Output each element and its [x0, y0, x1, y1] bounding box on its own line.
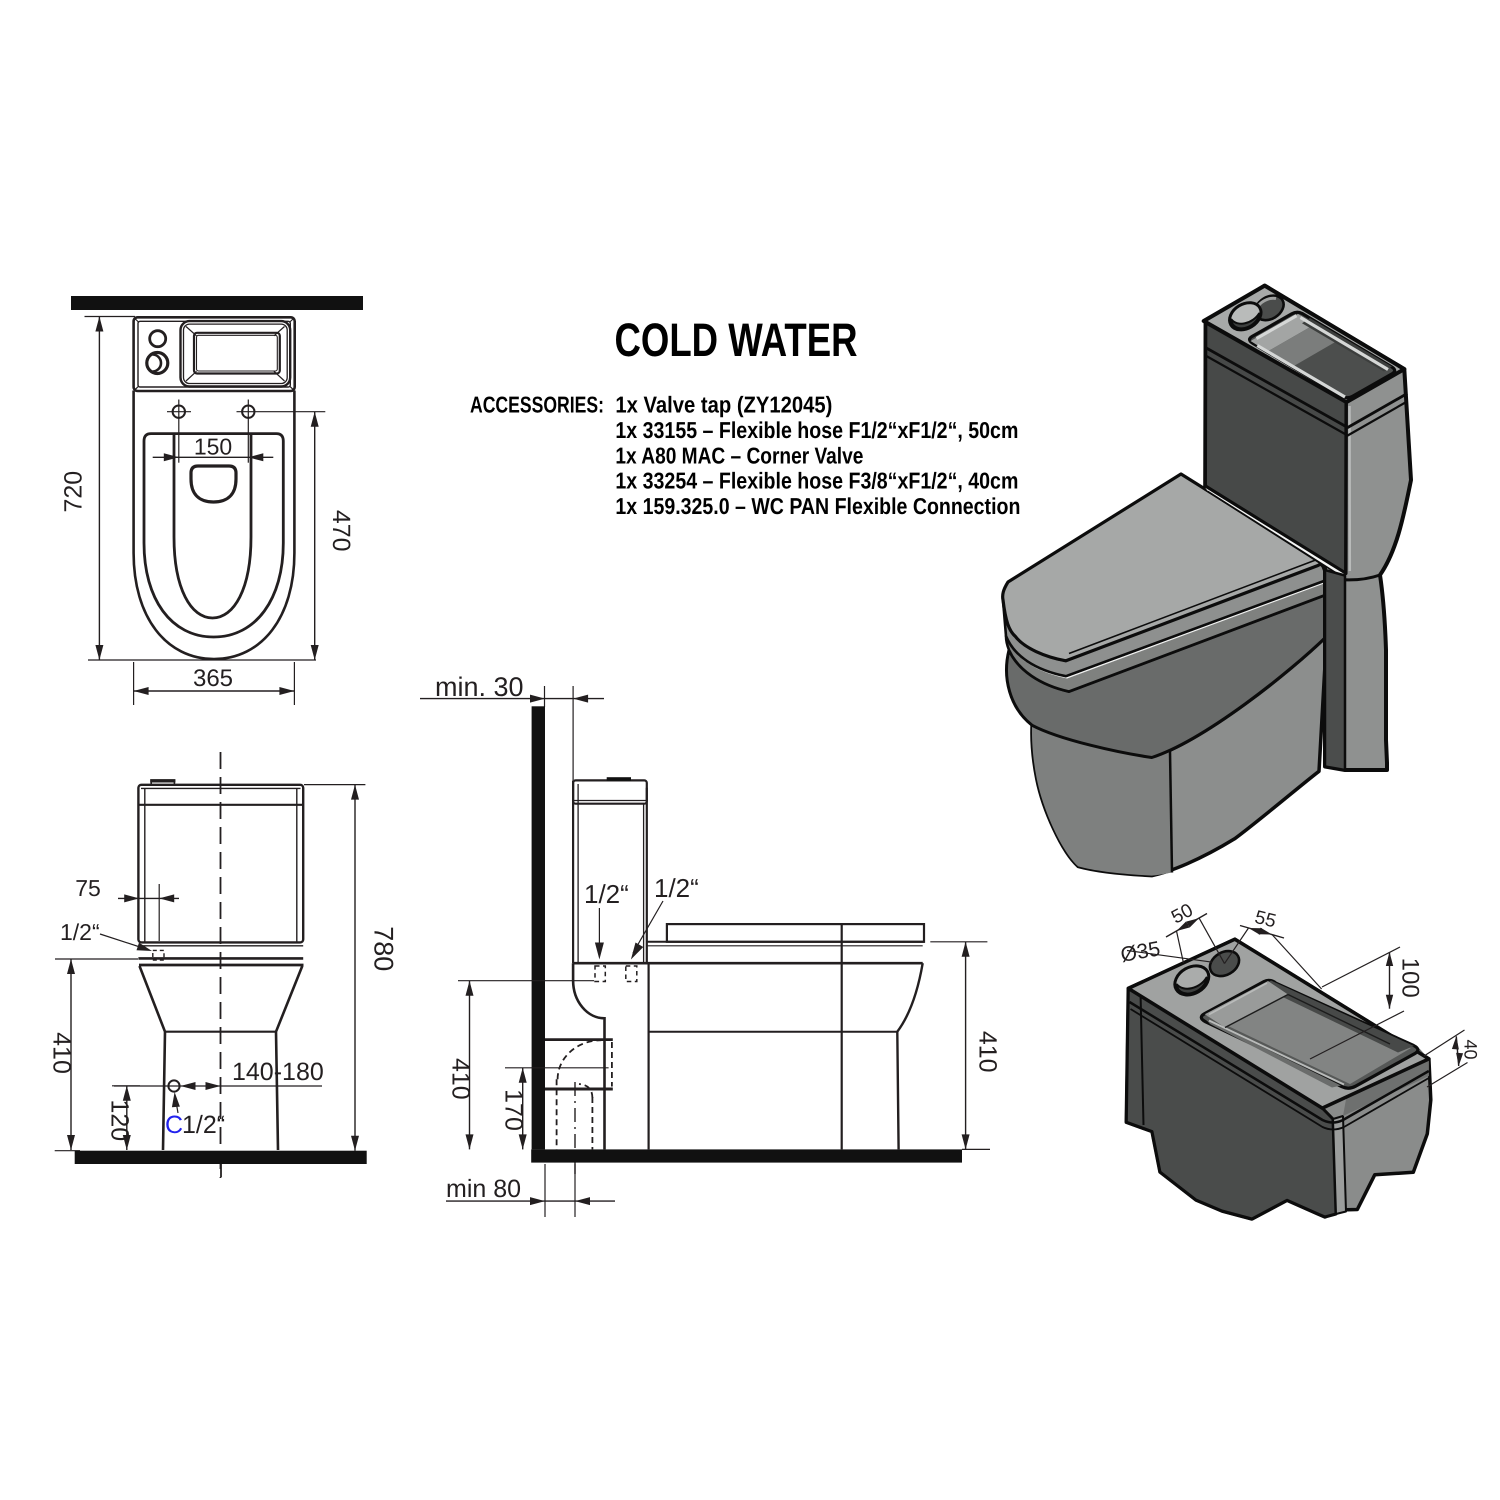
svg-text:40: 40	[1461, 1039, 1481, 1059]
svg-text:780: 780	[369, 926, 399, 971]
svg-text:1/2“: 1/2“	[182, 1111, 225, 1139]
svg-text:410: 410	[48, 1032, 76, 1074]
svg-text:470: 470	[327, 510, 355, 552]
svg-text:55: 55	[1253, 907, 1279, 932]
svg-text:100: 100	[1397, 958, 1424, 998]
svg-text:min 80: min 80	[446, 1175, 521, 1203]
svg-text:120: 120	[106, 1099, 134, 1141]
svg-text:720: 720	[60, 471, 88, 513]
svg-text:1x 33155 – Flexible hose F1/2“: 1x 33155 – Flexible hose F1/2“xF1/2“, 50…	[615, 417, 1018, 443]
svg-text:150: 150	[194, 434, 232, 460]
svg-text:COLD WATER: COLD WATER	[615, 313, 858, 366]
svg-text:ACCESSORIES:: ACCESSORIES:	[470, 392, 604, 418]
svg-text:C: C	[165, 1111, 183, 1139]
svg-text:min. 30: min. 30	[435, 672, 524, 702]
svg-text:140-180: 140-180	[232, 1058, 324, 1086]
svg-text:170: 170	[500, 1089, 528, 1131]
svg-text:1x 159.325.0 – WC PAN Flexible: 1x 159.325.0 – WC PAN Flexible Connectio…	[615, 493, 1020, 519]
svg-text:410: 410	[974, 1031, 1002, 1073]
svg-text:1x 33254 – Flexible hose F3/8“: 1x 33254 – Flexible hose F3/8“xF1/2“, 40…	[615, 468, 1018, 494]
svg-text:1/2“: 1/2“	[584, 879, 629, 909]
svg-text:75: 75	[75, 875, 101, 901]
svg-text:410: 410	[447, 1058, 475, 1100]
svg-text:1x A80 MAC – Corner Valve: 1x A80 MAC – Corner Valve	[615, 442, 863, 468]
svg-text:1/2“: 1/2“	[60, 919, 100, 945]
svg-text:365: 365	[193, 665, 233, 692]
svg-text:1x Valve tap (ZY12045): 1x Valve tap (ZY12045)	[615, 392, 832, 418]
svg-text:1/2“: 1/2“	[654, 873, 699, 903]
